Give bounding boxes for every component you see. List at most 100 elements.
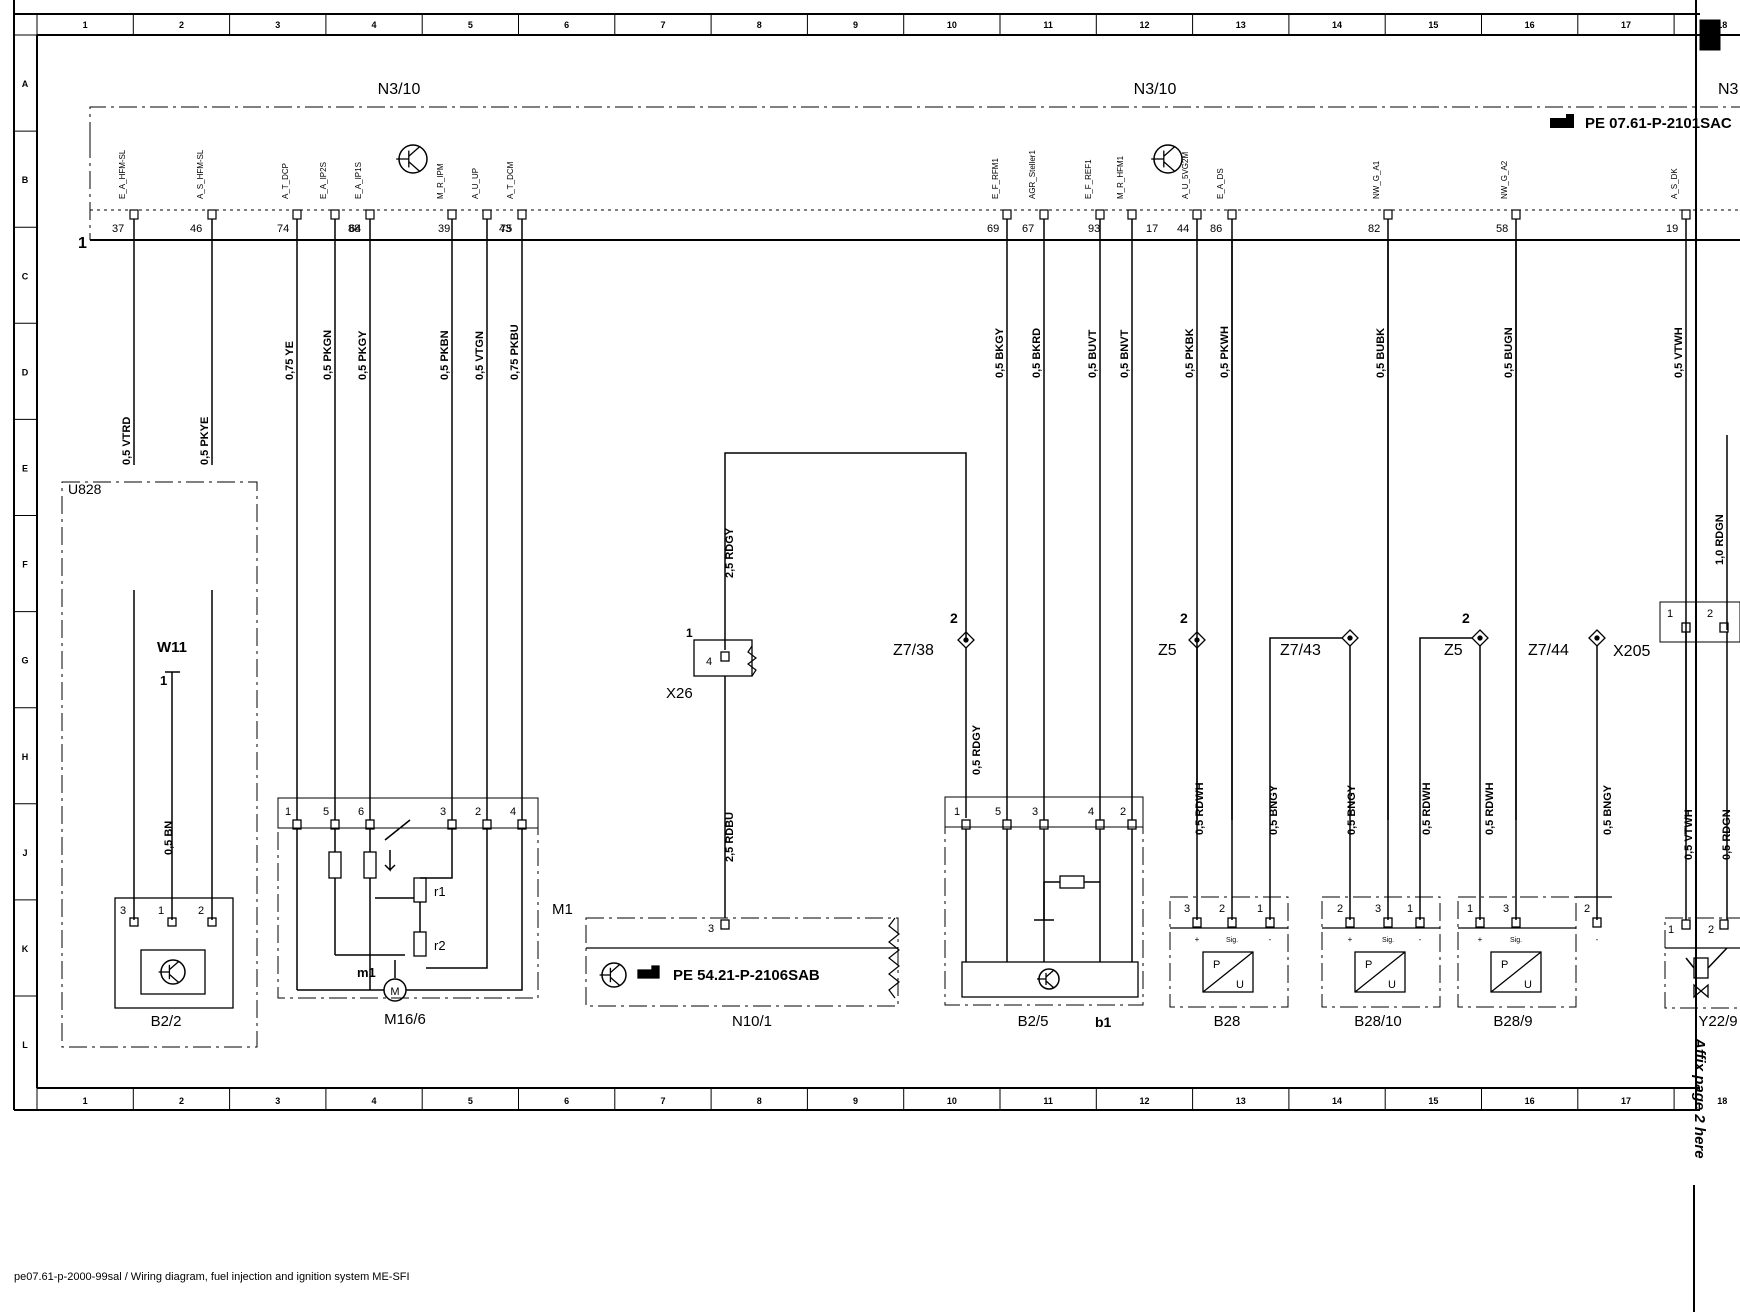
line — [1163, 161, 1176, 173]
connector-pin — [1383, 917, 1393, 928]
col-label-top: 14 — [1332, 20, 1342, 30]
wire-label: 0,5 RDGY — [971, 724, 983, 775]
row-label: K — [22, 944, 29, 954]
p-letter: P — [1213, 959, 1220, 971]
pin-number: 2 — [475, 806, 481, 818]
sig-text: Sig. — [1226, 937, 1238, 944]
pin-number: 3 — [120, 905, 126, 917]
splice-z7-44 — [1588, 629, 1606, 647]
wire — [1707, 947, 1728, 969]
module-pin — [1192, 209, 1202, 220]
pin-number: 2 — [1180, 610, 1188, 626]
n10-1-box — [585, 917, 899, 1007]
connector-pin — [1719, 919, 1729, 930]
y22-9-box — [1664, 917, 1740, 1009]
resistor-r1 — [413, 877, 427, 903]
pin-number: 86 — [1210, 223, 1222, 235]
r2-label: r2 — [434, 938, 446, 953]
u-letter: U — [1236, 979, 1244, 991]
pin-signal-name: M_R_HFM1 — [1116, 155, 1125, 199]
module-pin — [292, 209, 302, 220]
wire-label: 0,5 RDWH — [1194, 782, 1206, 835]
connector-marker: 1 — [78, 235, 87, 252]
x26-label: X26 — [666, 685, 693, 702]
pin-number: 6 — [358, 806, 364, 818]
wire-label: 1,0 RDGN — [1714, 514, 1726, 565]
pin-number: 2 — [1120, 806, 1126, 818]
module-pin — [447, 209, 457, 220]
wire-label: 0,5 PKGY — [357, 330, 369, 380]
line — [1045, 980, 1055, 989]
resistor — [328, 851, 342, 879]
wire — [406, 829, 523, 991]
module-title-right: N3 — [1718, 81, 1739, 98]
pin-number: 4 — [1088, 806, 1094, 818]
col-label-bottom: 8 — [757, 1096, 762, 1106]
connector-pin — [167, 917, 177, 927]
footer-caption: pe07.61-p-2000-99sal / Wiring diagram, f… — [14, 1271, 410, 1283]
pin-signal-name: E_A_IP2S — [319, 162, 328, 199]
pin-signal-name: E_F_RFM1 — [991, 158, 1000, 199]
minus-text: - — [1419, 935, 1422, 944]
module-pin — [482, 209, 492, 220]
splice-z5-a-dot — [1194, 637, 1200, 643]
col-label-top: 9 — [853, 20, 858, 30]
pin-signal-name: E_A_DS — [1216, 168, 1225, 199]
connector-pin — [1265, 917, 1275, 928]
zigzag — [888, 917, 900, 999]
wire-label: 0,5 PKBK — [1184, 328, 1196, 378]
b28-label: B28 — [1214, 1013, 1241, 1030]
plus-text: + — [1348, 935, 1353, 944]
line — [609, 963, 621, 974]
pin-signal-name: A_T_DCM — [506, 161, 515, 199]
resistor — [363, 851, 377, 879]
z7-38-label: Z7/38 — [893, 642, 934, 659]
connector-pin — [330, 819, 340, 830]
wire — [384, 850, 396, 872]
pin-signal-name: NW_G_A2 — [1500, 160, 1509, 199]
splice-z7-44-dot — [1594, 635, 1600, 641]
w11-pin-num: 1 — [160, 673, 167, 688]
pin-signal-name: E_A_HFM-SL — [118, 149, 127, 199]
col-label-top: 3 — [275, 20, 280, 30]
pin-number: 1 — [285, 806, 291, 818]
connector-pin — [1039, 819, 1049, 830]
col-label-bottom: 2 — [179, 1096, 184, 1106]
col-label-top: 5 — [468, 20, 473, 30]
sig-text: Sig. — [1382, 937, 1394, 944]
col-label-top: 8 — [757, 20, 762, 30]
col-label-bottom: 1 — [83, 1096, 88, 1106]
connector-pin — [961, 819, 971, 830]
wire — [1685, 957, 1695, 969]
line — [609, 976, 621, 987]
pin-number: 37 — [112, 223, 124, 235]
page-tab-label: 18 — [1712, 33, 1721, 42]
pin-signal-name: A_S_DK — [1670, 168, 1679, 199]
pin-signal-name: NW_G_A1 — [1372, 160, 1381, 199]
pin-number: 43 — [499, 223, 511, 235]
row-label: C — [22, 271, 29, 281]
w11-label: W11 — [157, 639, 187, 656]
connector-pin — [1415, 917, 1425, 928]
pin-number: 82 — [1368, 223, 1380, 235]
wire-label: 0,5 BUBK — [1375, 328, 1387, 378]
wire-label: 0,5 RDWH — [1484, 782, 1496, 835]
b2-2-label: B2/2 — [151, 1013, 182, 1030]
col-label-top: 13 — [1236, 20, 1246, 30]
module-pin — [1039, 209, 1049, 220]
wire — [1419, 637, 1472, 920]
wire-label: 0,5 VTGN — [474, 331, 486, 380]
y22-9-top-connector — [1659, 601, 1740, 643]
row-label: J — [22, 848, 27, 858]
row-label: G — [21, 656, 28, 666]
col-label-bottom: 18 — [1717, 1096, 1727, 1106]
x205-label: X205 — [1613, 643, 1650, 660]
col-label-bottom: 14 — [1332, 1096, 1342, 1106]
grid-labels: 1122334455667788991010111112121313141415… — [21, 20, 1727, 1106]
connector-pin — [1475, 917, 1485, 928]
wire-label: 0,5 BKRD — [1031, 328, 1043, 378]
connector-pin — [129, 917, 139, 927]
wire-label: 0,5 BNVT — [1119, 329, 1131, 378]
wire-label: 0,5 VTWH — [1673, 327, 1685, 378]
pin-number: 64 — [349, 223, 361, 235]
